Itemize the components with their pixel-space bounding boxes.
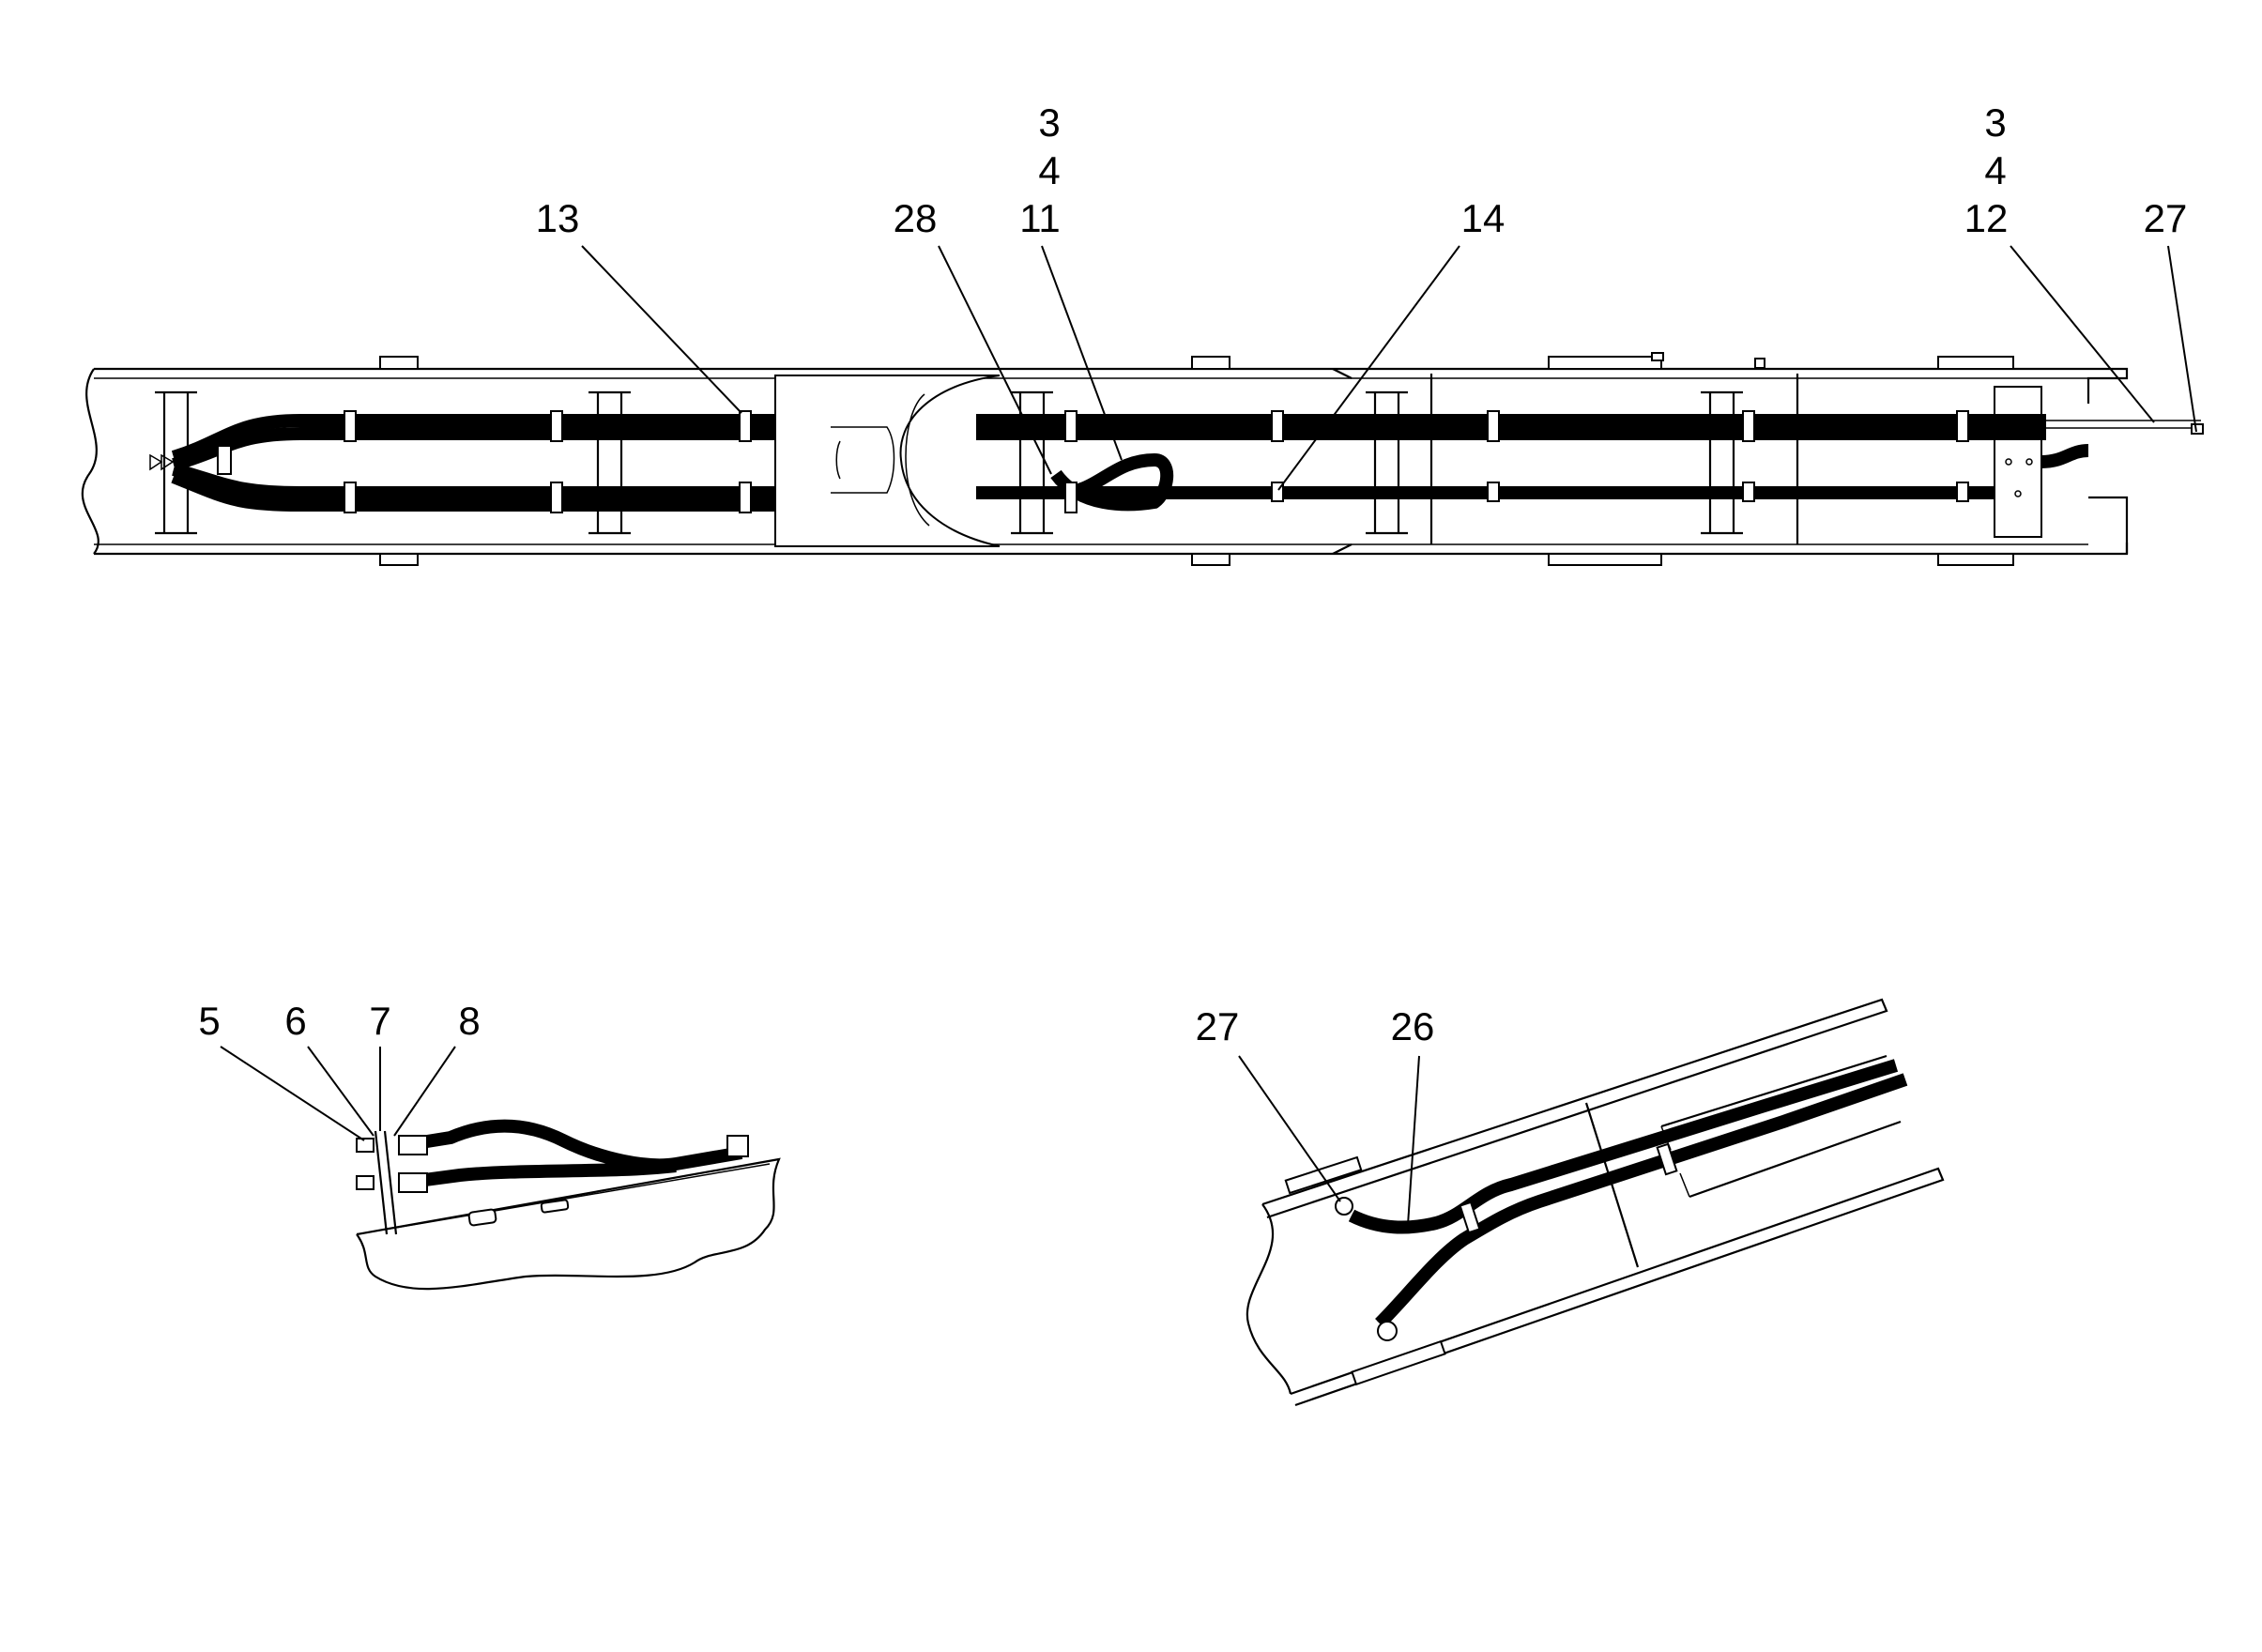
- callout-4-b: 4: [1984, 148, 2006, 192]
- detail-view-left: [356, 1119, 781, 1291]
- callout-4-a: 4: [1038, 148, 1060, 192]
- callouts-right: 27 26: [1196, 1004, 1435, 1048]
- callout-5: 5: [198, 999, 220, 1043]
- callout-8: 8: [458, 999, 480, 1043]
- callout-6: 6: [284, 999, 306, 1043]
- detail-view-right: [1246, 998, 1945, 1407]
- cross-frame: [588, 390, 631, 535]
- hose-upper: [171, 414, 2201, 471]
- callouts-main: 13 28 3 4 11 14 3 4 12 27: [536, 100, 2188, 240]
- leader-lines-main: [581, 245, 2197, 491]
- main-boom-view: [81, 352, 2204, 566]
- callout-28: 28: [894, 196, 938, 240]
- leader-lines-left: [220, 1046, 456, 1141]
- callout-14: 14: [1461, 196, 1505, 240]
- callout-13: 13: [536, 196, 580, 240]
- cross-frame: [1366, 390, 1408, 535]
- callout-27-detail: 27: [1196, 1004, 1240, 1048]
- callout-26: 26: [1391, 1004, 1435, 1048]
- callout-3-b: 3: [1984, 100, 2006, 145]
- callouts-left: 5 6 7 8: [198, 999, 480, 1043]
- callout-27: 27: [2144, 196, 2188, 240]
- callout-12: 12: [1964, 196, 2009, 240]
- callout-11: 11: [1019, 196, 1061, 240]
- hose-lower: [171, 444, 2089, 512]
- cross-frame: [1011, 390, 1053, 535]
- callout-3-a: 3: [1038, 100, 1060, 145]
- callout-7: 7: [369, 999, 390, 1043]
- cross-frame: [1701, 390, 1743, 535]
- hose-clamps: [344, 410, 1969, 513]
- leader-lines-right: [1238, 1055, 1420, 1226]
